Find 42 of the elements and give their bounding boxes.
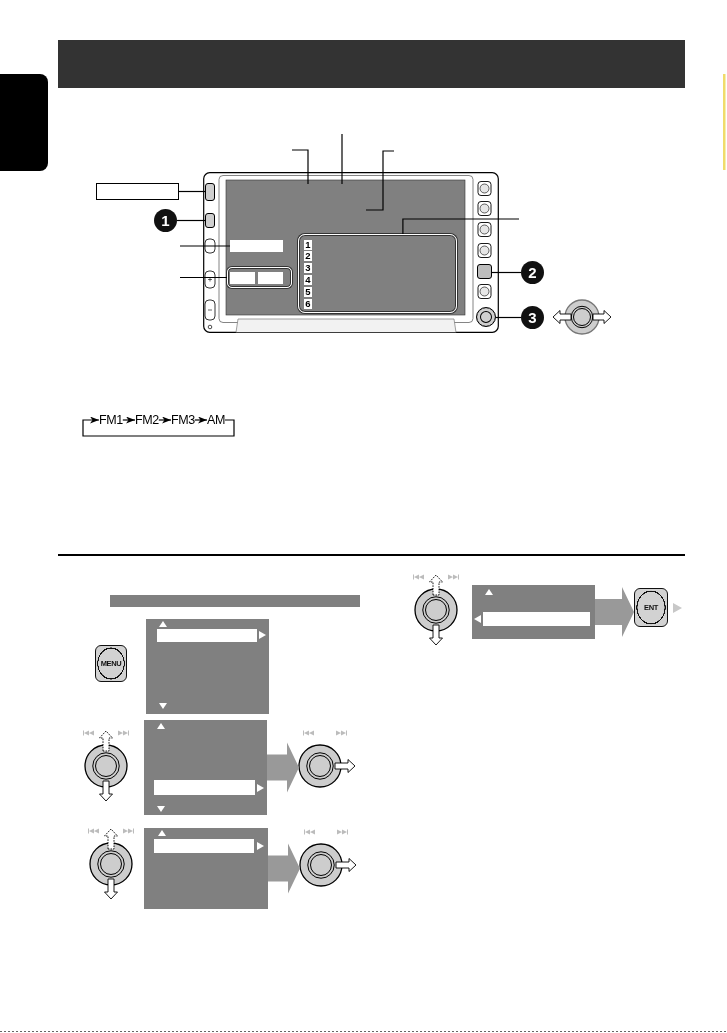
menu-screen [144, 720, 267, 815]
car-stereo-illustration [203, 172, 499, 333]
side-button [205, 213, 215, 228]
menu-screen [146, 619, 269, 714]
side-button [205, 183, 215, 201]
block-arrow [268, 843, 300, 894]
block-arrow [595, 587, 634, 637]
blank-label [96, 183, 179, 200]
blank-label [230, 240, 283, 252]
leader-line [402, 218, 520, 235]
band-name: FM2 [135, 412, 159, 428]
arrow [158, 416, 172, 424]
leader-line [495, 316, 522, 319]
preset-number: 3 [304, 263, 312, 274]
preset-number: 4 [304, 274, 312, 285]
preset-number: 2 [304, 251, 312, 262]
leader-line [176, 219, 206, 222]
leader-line [178, 190, 206, 193]
leader-line [491, 271, 522, 274]
arrow [194, 416, 208, 424]
knob-drawing [300, 828, 358, 888]
knob-drawing [299, 729, 357, 789]
callout-number: 2 [521, 261, 544, 284]
menu-screen [472, 585, 595, 639]
side-tab [0, 74, 48, 171]
blank-label-group [227, 267, 292, 288]
band-name: FM3 [171, 412, 195, 428]
callout-number: 1 [154, 209, 177, 232]
callout-number: 3 [521, 306, 544, 329]
leader-line [179, 245, 231, 247]
leader-line [179, 276, 228, 279]
arrow [82, 416, 235, 437]
preset-number: 1 [304, 239, 312, 250]
menu-screen [144, 828, 268, 909]
preset-number: 5 [304, 286, 312, 297]
band-name: AM [207, 412, 225, 428]
band-name: FM1 [99, 412, 123, 428]
block-arrow [267, 742, 299, 793]
side-button [477, 264, 492, 279]
preset-number: 6 [304, 298, 312, 309]
preset-list-panel [298, 234, 457, 313]
arrow [122, 416, 136, 424]
